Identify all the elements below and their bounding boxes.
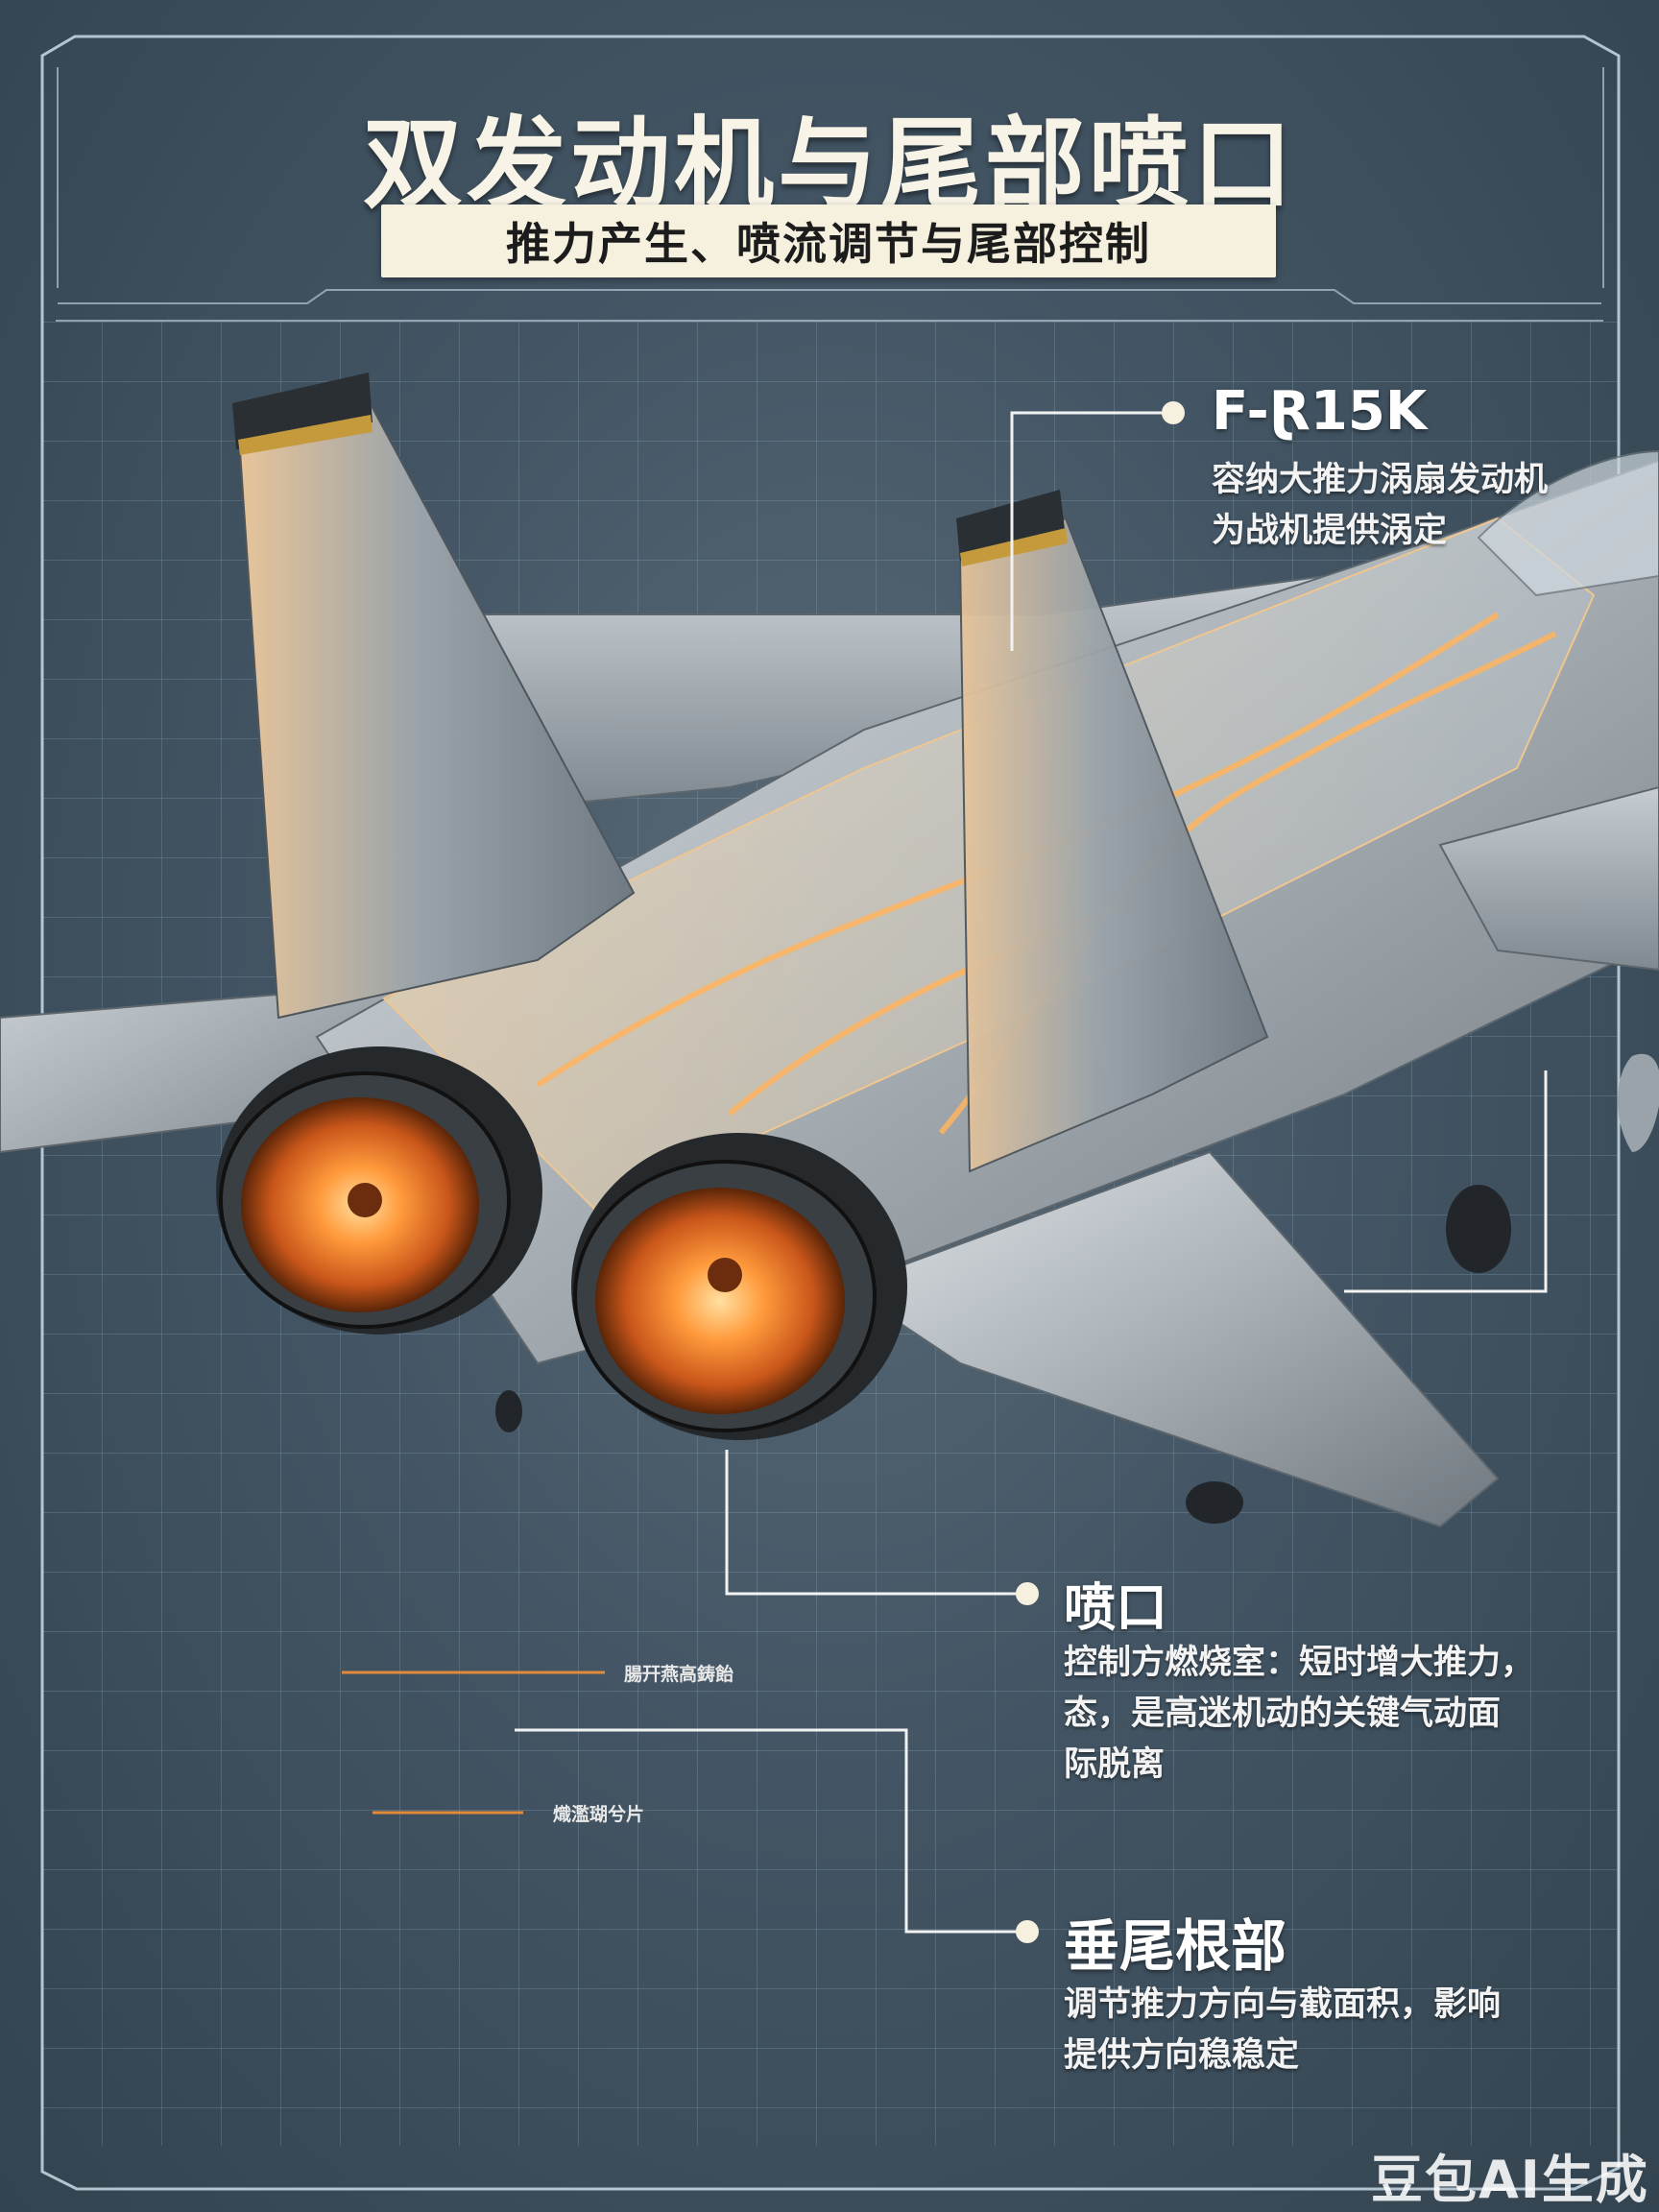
right-wing [842,1150,1500,1528]
callout-dot-fin-root [1016,1920,1039,1943]
callout-engine-line: 为战机提供涡定 [1212,512,1448,550]
page-subtitle: 推力产生、喷流调节与尾部控制 [506,218,1151,270]
callout-fin-root-line: 调节推力方向与截面积，影响 [1064,1985,1502,2024]
callout-nozzle-line: 控制方燃烧室：短时增大推力， [1064,1644,1535,1682]
page-title: 双发动机与尾部喷口 [362,106,1296,223]
left-engine [216,1046,542,1334]
small-annotation-label: 腸幵燕高鋳飴 [624,1664,734,1685]
callout-dot-engine [1162,401,1185,424]
right-wing-2 [1438,785,1659,972]
callout-fin-root-line: 提供方向稳稳定 [1064,2036,1300,2075]
callout-nozzle-title: 喷口 [1064,1577,1167,1638]
right-engine [571,1133,907,1440]
callout-nozzle-line: 态，是高迷机动的关键气动面 [1064,1695,1502,1733]
callout-engine-desc: 容纳大推力涡扇发动机 为战机提供涡定 [1212,455,1548,557]
callout-engine-title: F-Ɽ15K [1212,380,1428,443]
small-annotation-label: 熾濫瑚兮片 [553,1804,645,1825]
callout-nozzle-line: 际脱离 [1064,1745,1166,1784]
subtitle-banner: 推力产生、喷流调节与尾部控制 [381,204,1276,277]
callout-fin-root-title: 垂尾根部 [1064,1913,1287,1979]
callout-nozzle-desc: 控制方燃烧室：短时增大推力， 态，是高迷机动的关键气动面 际脱离 [1064,1638,1534,1791]
watermark: 豆包AI生成 [1371,2150,1649,2210]
callout-engine-line: 容纳大推力涡扇发动机 [1212,461,1549,499]
callout-dot-nozzle [1016,1582,1039,1605]
callout-fin-root-desc: 调节推力方向与截面积，影响 提供方向稳稳定 [1064,1980,1501,2081]
